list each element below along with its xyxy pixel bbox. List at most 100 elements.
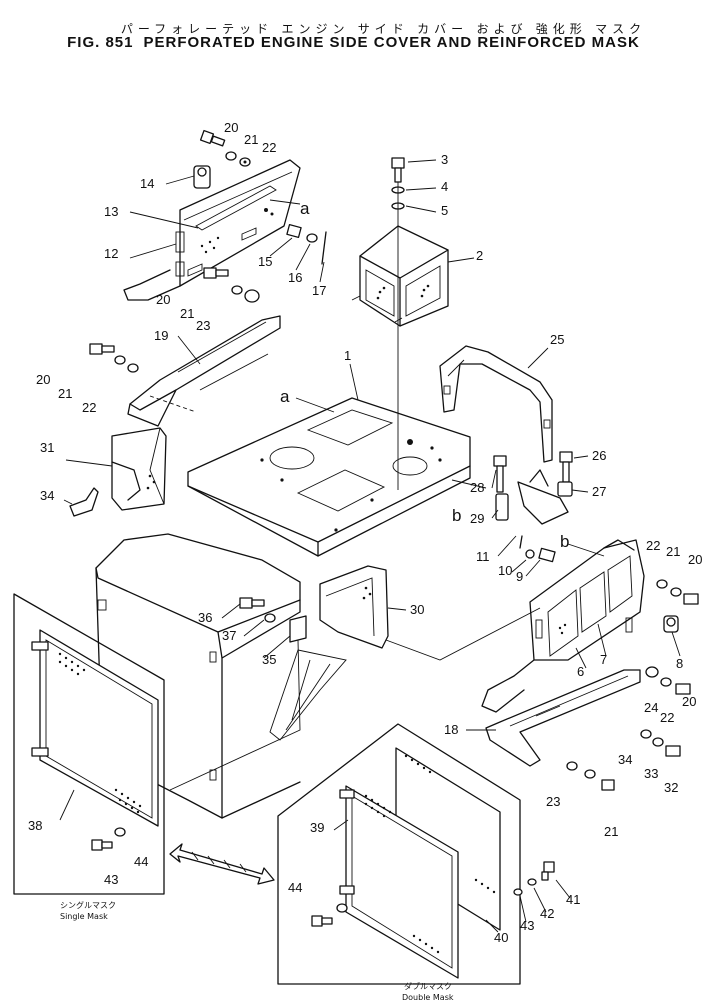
callout-29: 30 — [410, 602, 424, 617]
callout-11: 11 — [476, 549, 490, 564]
parts-20-21-23-right-lower — [645, 666, 691, 695]
callout-22: 22 — [82, 400, 96, 415]
callout-41: 42 — [540, 906, 554, 921]
single-mask-caption-jp: シングルマスク — [60, 900, 116, 910]
title-english-line: FIG. 851 PERFORATED ENGINE SIDE COVER AND… — [0, 34, 707, 51]
part-12-side-panel — [123, 159, 301, 301]
callout-38: 39 — [310, 820, 324, 835]
single-mask-caption-en: Single Mask — [60, 912, 108, 921]
part-2-box-cover — [351, 225, 449, 327]
callout-6: 6 — [577, 664, 584, 679]
part-29-bracket — [319, 565, 389, 649]
callout-16: 16 — [288, 270, 302, 285]
callout-21: 22 — [660, 710, 674, 725]
callout-13: 13 — [104, 204, 118, 219]
callout-20: 20 — [156, 292, 170, 307]
double-mask-caption-jp: ダブルマスク — [404, 981, 452, 991]
callout-34: 34 — [40, 488, 54, 503]
callout-21: 21 — [244, 132, 258, 147]
parts-8-9-10-11 — [519, 535, 679, 633]
callout-numbers: 1 2 3 4 5 6 7 8 9 10 11 12 13 14 15 16 1… — [28, 120, 702, 945]
ref-letter-a: a — [280, 387, 290, 406]
ref-letter-b: b — [452, 506, 461, 525]
callout-43: 43 — [104, 872, 118, 887]
callout-9: 9 — [516, 569, 523, 584]
parts-20-21-22-upper-bolt — [199, 129, 251, 167]
callout-42: 43 — [520, 918, 534, 933]
callout-36: 37 — [222, 628, 236, 643]
leader-lines — [269, 199, 605, 661]
mounting-guide-arrow — [269, 649, 347, 741]
double-mask-caption-en: Double Mask — [402, 993, 454, 1002]
part-34-clip-left — [69, 487, 99, 517]
figure-number: FIG. 851 — [67, 34, 134, 51]
callout-8: 8 — [676, 656, 683, 671]
callout-15: 15 — [258, 254, 272, 269]
callout-5: 5 — [441, 203, 448, 218]
part-24-curved-bar — [439, 345, 553, 463]
callout-7: 7 — [600, 652, 607, 667]
callout-4: 4 — [441, 179, 448, 194]
callout-39: 40 — [494, 930, 508, 945]
part-6-right-panel — [481, 539, 645, 713]
callout-17: 17 — [312, 283, 326, 298]
ref-letter-b: b — [560, 532, 569, 551]
callout-26: 27 — [592, 484, 606, 499]
callout-21: 21 — [180, 306, 194, 321]
callout-20: 20 — [36, 372, 50, 387]
part-19-rail — [127, 315, 281, 427]
callout-22: 22 — [262, 140, 276, 155]
callout-27: 28 — [470, 480, 484, 495]
callout-20-bottom: 21 — [604, 824, 618, 839]
callout-20: 20 — [682, 694, 696, 709]
part-14-latch — [193, 165, 211, 189]
callout-24: 25 — [550, 332, 564, 347]
parts-35-36 — [239, 597, 276, 623]
parts-20-21-22-bottom — [566, 761, 615, 791]
callout-31: 32 — [664, 780, 678, 795]
callout-1: 1 — [344, 348, 351, 363]
callout-34: 35 — [262, 652, 276, 667]
callout-32: 33 — [644, 766, 658, 781]
callout-21: 21 — [666, 544, 680, 559]
parts-20-21-22-left-bolt — [89, 343, 139, 373]
callout-43: 44 — [288, 880, 302, 895]
parts-15-16-17 — [286, 223, 327, 265]
callout-20: 20 — [688, 552, 702, 567]
part-1-main-cover — [187, 397, 471, 557]
callout-2: 2 — [476, 248, 483, 263]
callout-10: 10 — [498, 563, 512, 578]
callout-20: 20 — [224, 120, 238, 135]
double-mask-inset: ダブルマスク Double Mask — [277, 723, 555, 1002]
callout-12: 12 — [104, 246, 118, 261]
callout-22-bottom: 23 — [546, 794, 560, 809]
title-japanese: パーフォレーテッド エンジン サイド カバー および 強化形 マスク — [120, 22, 647, 36]
parts-20-21-22-right-bolt — [656, 579, 699, 605]
callout-22: 22 — [646, 538, 660, 553]
reference-letters: a a b b — [280, 199, 569, 551]
callout-30: 31 — [40, 440, 54, 455]
callout-19: 19 — [154, 328, 168, 343]
callout-23: 24 — [644, 700, 658, 715]
part-30-bracket — [111, 427, 167, 511]
double-arrow-icon — [169, 843, 275, 885]
parts-31-32-33 — [640, 729, 681, 757]
ref-letter-a: a — [300, 199, 310, 218]
callout-33: 34 — [618, 752, 632, 767]
part-34-clip-center — [289, 615, 307, 643]
part-18-lower-rail — [485, 669, 641, 767]
callout-28: 29 — [470, 511, 484, 526]
callout-3: 3 — [441, 152, 448, 167]
callout-21: 21 — [58, 386, 72, 401]
parts-3-4-5-fasteners — [391, 157, 405, 490]
callout-18: 18 — [444, 722, 458, 737]
callout-25: 26 — [592, 448, 606, 463]
callout-35: 36 — [198, 610, 212, 625]
callout-37: 38 — [28, 818, 42, 833]
figure-title: PERFORATED ENGINE SIDE COVER AND REINFOR… — [143, 34, 640, 51]
parts-20-21-23-lower-bolt — [203, 267, 260, 303]
parts-25-26-27-28 — [493, 451, 573, 525]
callout-44: 44 — [134, 854, 148, 869]
callout-14: 14 — [140, 176, 154, 191]
